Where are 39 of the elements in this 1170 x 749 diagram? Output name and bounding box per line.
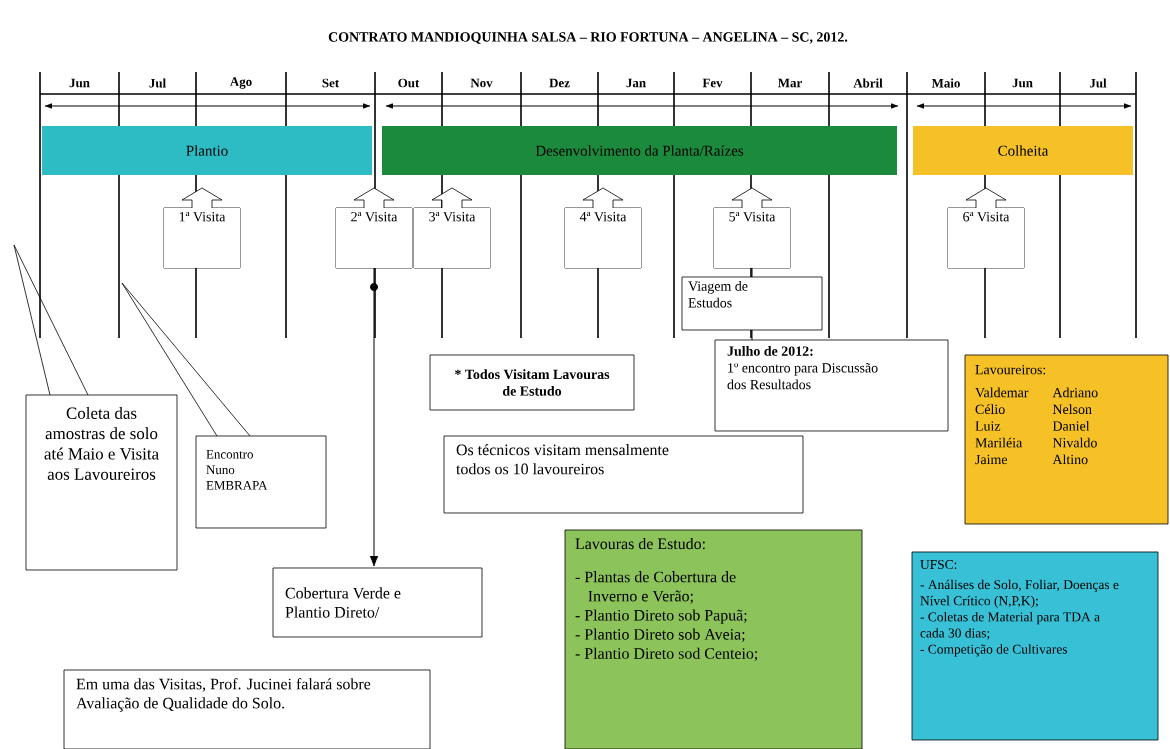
phase-bar: Desenvolvimento da Planta/Raízes bbox=[382, 126, 897, 175]
visit-callout: 6ª Visita bbox=[947, 187, 1025, 269]
month-label: Jun bbox=[1012, 78, 1033, 88]
month-label: Fev bbox=[702, 78, 723, 88]
visit-callout: 5ª Visita bbox=[713, 187, 791, 269]
month-label: Jun bbox=[69, 78, 90, 88]
month-label: Maio bbox=[931, 78, 960, 88]
leader-line bbox=[121, 282, 251, 437]
month-label: Jul bbox=[149, 78, 166, 88]
names-box: Lavoureiros: Valdemar Adriano Célio Nelson Luiz Daniel Mariléia Nivaldo Jaime Altino bbox=[964, 354, 1169, 525]
month-label: Dez bbox=[549, 78, 570, 88]
month-label: Jul bbox=[1089, 78, 1107, 88]
note-box: Os técnicos visitam mensalmente todos os 10 lavoureiros bbox=[443, 435, 804, 514]
note-box: Cobertura Verde e Plantio Direto/ bbox=[272, 567, 483, 638]
month-label: Set bbox=[322, 78, 340, 88]
connector bbox=[369, 267, 379, 567]
callout-box: Coleta das amostras de solo até Maio e Visita aos Lavoureiros bbox=[25, 394, 178, 571]
callout-box: Encontro Nuno EMBRAPA bbox=[195, 435, 327, 529]
connector bbox=[751, 329, 753, 341]
visit-callout: 2ª Visita bbox=[335, 187, 413, 269]
list-box: UFSC: - Análises de Solo, Foliar, Doenças e Nível Crítico (N,P,K); - Coletas de Material para TDA a cada 30 dias; - Competição de Cultivares bbox=[911, 551, 1159, 741]
phase-bar: Colheita bbox=[913, 126, 1133, 175]
note-box: Em uma das Visitas, Prof. Jucinei falará sobre Avaliação de Qualidade do Solo. bbox=[63, 669, 431, 749]
month-label: Mar bbox=[778, 78, 802, 88]
month-label: Jan bbox=[626, 78, 646, 88]
note-box: Viagem de Estudos bbox=[681, 276, 823, 331]
connector bbox=[751, 267, 753, 278]
month-label: Ago bbox=[230, 77, 252, 89]
note-box: Julho de 2012: 1º encontro para Discussão dos Resultados bbox=[714, 339, 949, 432]
month-label: Out bbox=[398, 78, 420, 88]
list-box: Lavouras de Estudo: - Plantas de Cobertura de Inverno e Verão; - Plantio Direto sob Papuã; - Plantio Direto sob Aveia; - Plantio Direto sod Centeio; bbox=[564, 529, 863, 749]
visit-callout: 1ª Visita bbox=[163, 187, 241, 269]
visit-callout: 3ª Visita bbox=[413, 187, 491, 269]
month-label: Abril bbox=[853, 78, 883, 88]
note-box: * Todos Visitam Lavouras de Estudo bbox=[429, 354, 635, 411]
visit-callout: 4ª Visita bbox=[564, 187, 642, 269]
month-label: Nov bbox=[470, 78, 493, 88]
phase-bar: Plantio bbox=[42, 126, 372, 175]
title: CONTRATO MANDIOQUINHA SALSA – RIO FORTUNA – ANGELINA – SC, 2012. bbox=[328, 32, 848, 44]
